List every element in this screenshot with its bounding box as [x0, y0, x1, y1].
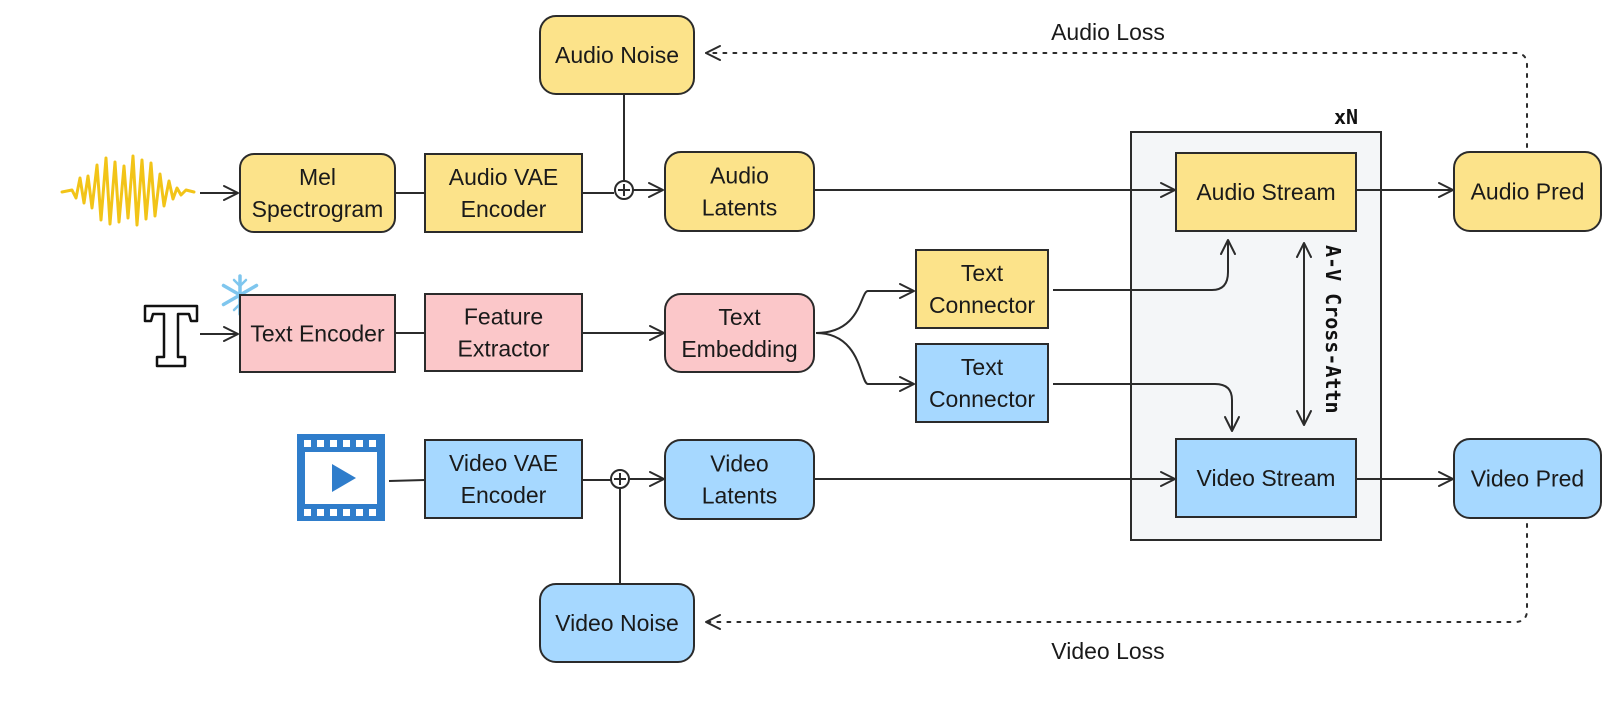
- node-label: Embedding: [681, 336, 797, 362]
- video-stream-node: Video Stream: [1175, 438, 1357, 518]
- node-label: Audio Pred: [1471, 179, 1585, 205]
- embedding-to-video-connector-arrow: [815, 332, 915, 392]
- node-label: Latents: [702, 483, 777, 509]
- node-box: [539, 583, 695, 663]
- node-box: [1453, 438, 1602, 519]
- node-label: Connector: [929, 386, 1035, 412]
- node-label: Text: [961, 260, 1004, 286]
- node-label: Video Noise: [555, 610, 679, 636]
- node-box: [915, 249, 1049, 329]
- node-label: Encoder: [461, 482, 547, 508]
- node-label: Video Pred: [1471, 466, 1584, 492]
- node-box: [239, 294, 396, 373]
- audio-pred-node: Audio Pred: [1453, 151, 1602, 232]
- node-label: Feature: [464, 304, 543, 330]
- node-box: [239, 153, 396, 233]
- node-label: Text Encoder: [250, 321, 385, 347]
- node-box: [1175, 438, 1357, 518]
- node-label: Connector: [929, 292, 1035, 318]
- node-box: [664, 439, 815, 520]
- audio-loss-label: Audio Loss: [1051, 19, 1165, 45]
- node-label: Text: [961, 354, 1004, 380]
- node-label: Spectrogram: [252, 196, 384, 222]
- node-label: Video Stream: [1197, 465, 1336, 491]
- node-label: Audio VAE: [449, 164, 559, 190]
- video-icon-to-vae-line: [388, 479, 426, 482]
- audio-vae-encoder-node: Audio VAE Encoder: [424, 153, 583, 233]
- node-label: Encoder: [461, 196, 547, 222]
- node-label: Text: [718, 304, 761, 330]
- node-box: [424, 153, 583, 233]
- audio-sum-node: [614, 180, 634, 200]
- node-label: Video VAE: [449, 450, 558, 476]
- node-label: Mel: [299, 164, 336, 190]
- audio-loss-arrow: [705, 45, 1528, 148]
- video-pred-node: Video Pred: [1453, 438, 1602, 519]
- node-label: Audio: [710, 163, 769, 189]
- node-box: [424, 293, 583, 372]
- audio-noise-node: Audio Noise: [539, 15, 695, 95]
- repeat-label: xN: [1334, 105, 1358, 129]
- node-box: [424, 439, 583, 519]
- video-loss-arrow: [705, 523, 1528, 630]
- node-label: Extractor: [457, 336, 549, 362]
- node-label: Latents: [702, 195, 777, 221]
- node-box: [915, 343, 1049, 423]
- audio-connector-to-stream-arrow: [1053, 239, 1236, 291]
- node-label: Video: [710, 451, 768, 477]
- text-T-icon: [143, 304, 199, 368]
- audio-waveform-icon: [60, 154, 196, 227]
- audio-stream-node: Audio Stream: [1175, 152, 1357, 232]
- video-film-play-icon: [297, 434, 385, 521]
- connectors: [200, 45, 1528, 630]
- node-box: [664, 151, 815, 232]
- video-vae-encoder-node: Video VAE Encoder: [424, 439, 583, 519]
- video-loss-label: Video Loss: [1051, 638, 1164, 664]
- node-box: [539, 15, 695, 95]
- node-box: [664, 293, 815, 373]
- video-connector-to-stream-arrow: [1053, 383, 1240, 432]
- video-sum-node: [610, 469, 630, 489]
- node-box: [1175, 152, 1357, 232]
- text-encoder-node: Text Encoder: [239, 294, 396, 373]
- node-label: Audio Stream: [1196, 179, 1335, 205]
- cross-attn-label: A-V Cross-Attn: [1321, 245, 1345, 414]
- node-label: Audio Noise: [555, 42, 679, 68]
- node-box: [1453, 151, 1602, 232]
- video-noise-node: Video Noise: [539, 583, 695, 663]
- embedding-to-audio-connector-arrow: [815, 283, 915, 334]
